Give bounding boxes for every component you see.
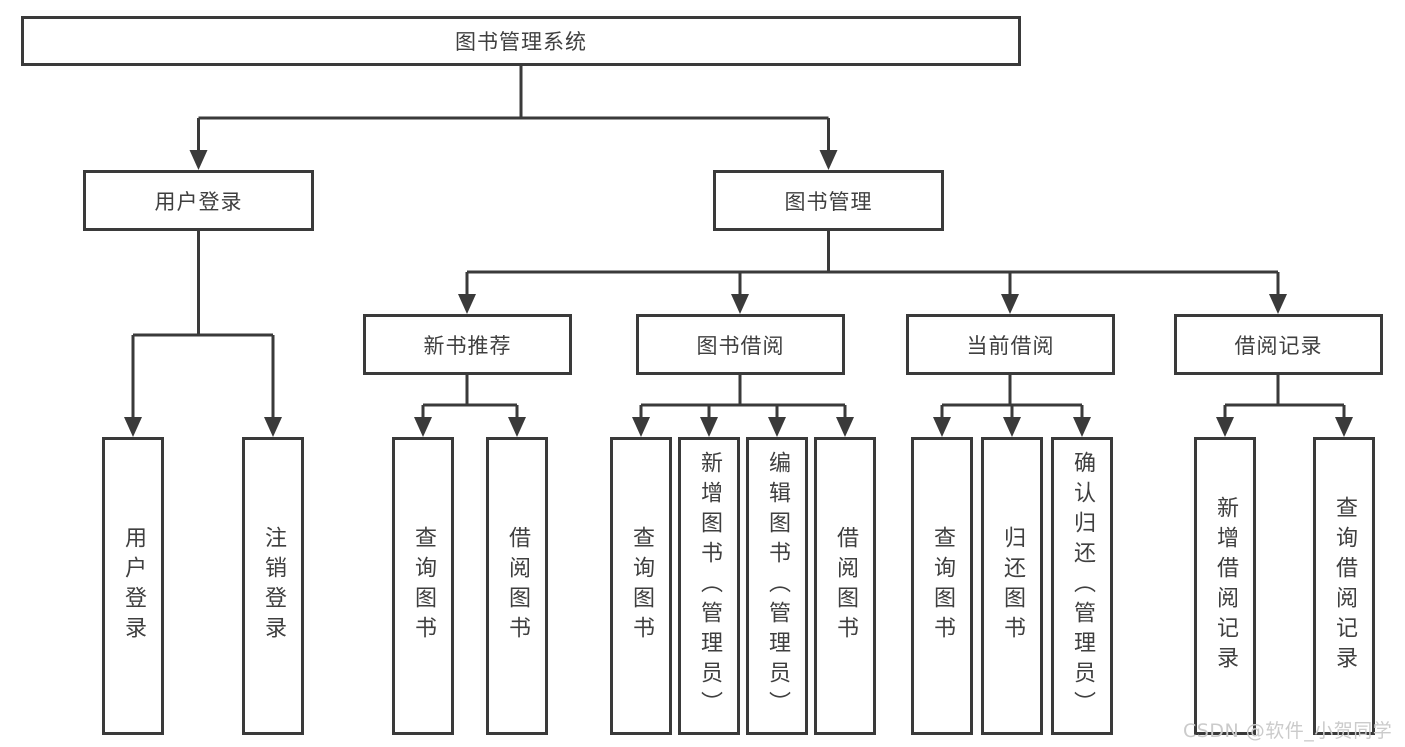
leaf-return-book: 归还图书 bbox=[981, 437, 1043, 735]
leaf-user-login: 用户登录 bbox=[102, 437, 164, 735]
leaf-query-books-1: 查询图书 bbox=[392, 437, 454, 735]
leaf-label: 借阅图书 bbox=[505, 526, 530, 646]
leaf-add-borrow-record: 新增借阅记录 bbox=[1194, 437, 1256, 735]
node-user-login-label: 用户登录 bbox=[154, 189, 243, 214]
leaf-borrow-books-1: 借阅图书 bbox=[486, 437, 548, 735]
node-book-mgmt: 图书管理 bbox=[713, 170, 944, 231]
leaf-query-books-3: 查询图书 bbox=[911, 437, 973, 735]
leaf-label: 确认归还（管理员） bbox=[1070, 451, 1095, 721]
leaf-label: 查询图书 bbox=[930, 526, 955, 646]
node-book-mgmt-label: 图书管理 bbox=[784, 189, 873, 214]
leaf-label: 借阅图书 bbox=[833, 526, 858, 646]
leaf-label: 用户登录 bbox=[121, 526, 146, 646]
node-borrow-records: 借阅记录 bbox=[1174, 314, 1383, 375]
leaf-label: 新增图书（管理员） bbox=[697, 451, 722, 721]
node-borrow-records-label: 借阅记录 bbox=[1234, 333, 1323, 358]
node-new-book-rec-label: 新书推荐 bbox=[423, 333, 512, 358]
leaf-label: 注销登录 bbox=[261, 526, 286, 646]
leaf-confirm-return-admin: 确认归还（管理员） bbox=[1051, 437, 1113, 735]
leaf-label: 查询借阅记录 bbox=[1332, 496, 1357, 676]
node-new-book-rec: 新书推荐 bbox=[363, 314, 572, 375]
leaf-label: 编辑图书（管理员） bbox=[765, 451, 790, 721]
node-user-login: 用户登录 bbox=[83, 170, 314, 231]
leaf-logout: 注销登录 bbox=[242, 437, 304, 735]
node-root: 图书管理系统 bbox=[21, 16, 1021, 66]
node-book-borrow-label: 图书借阅 bbox=[696, 333, 785, 358]
node-book-borrow: 图书借阅 bbox=[636, 314, 845, 375]
leaf-label: 查询图书 bbox=[629, 526, 654, 646]
leaf-query-borrow-record: 查询借阅记录 bbox=[1313, 437, 1375, 735]
leaf-edit-book-admin: 编辑图书（管理员） bbox=[746, 437, 808, 735]
leaf-label: 新增借阅记录 bbox=[1213, 496, 1238, 676]
leaf-query-books-2: 查询图书 bbox=[610, 437, 672, 735]
node-current-borrow: 当前借阅 bbox=[906, 314, 1115, 375]
leaf-label: 归还图书 bbox=[1000, 526, 1025, 646]
csdn-watermark: CSDN @软件_小贺同学 bbox=[1183, 720, 1393, 742]
leaf-label: 查询图书 bbox=[411, 526, 436, 646]
node-root-label: 图书管理系统 bbox=[455, 30, 587, 54]
leaf-add-book-admin: 新增图书（管理员） bbox=[678, 437, 740, 735]
node-current-borrow-label: 当前借阅 bbox=[966, 333, 1055, 358]
leaf-borrow-books-2: 借阅图书 bbox=[814, 437, 876, 735]
